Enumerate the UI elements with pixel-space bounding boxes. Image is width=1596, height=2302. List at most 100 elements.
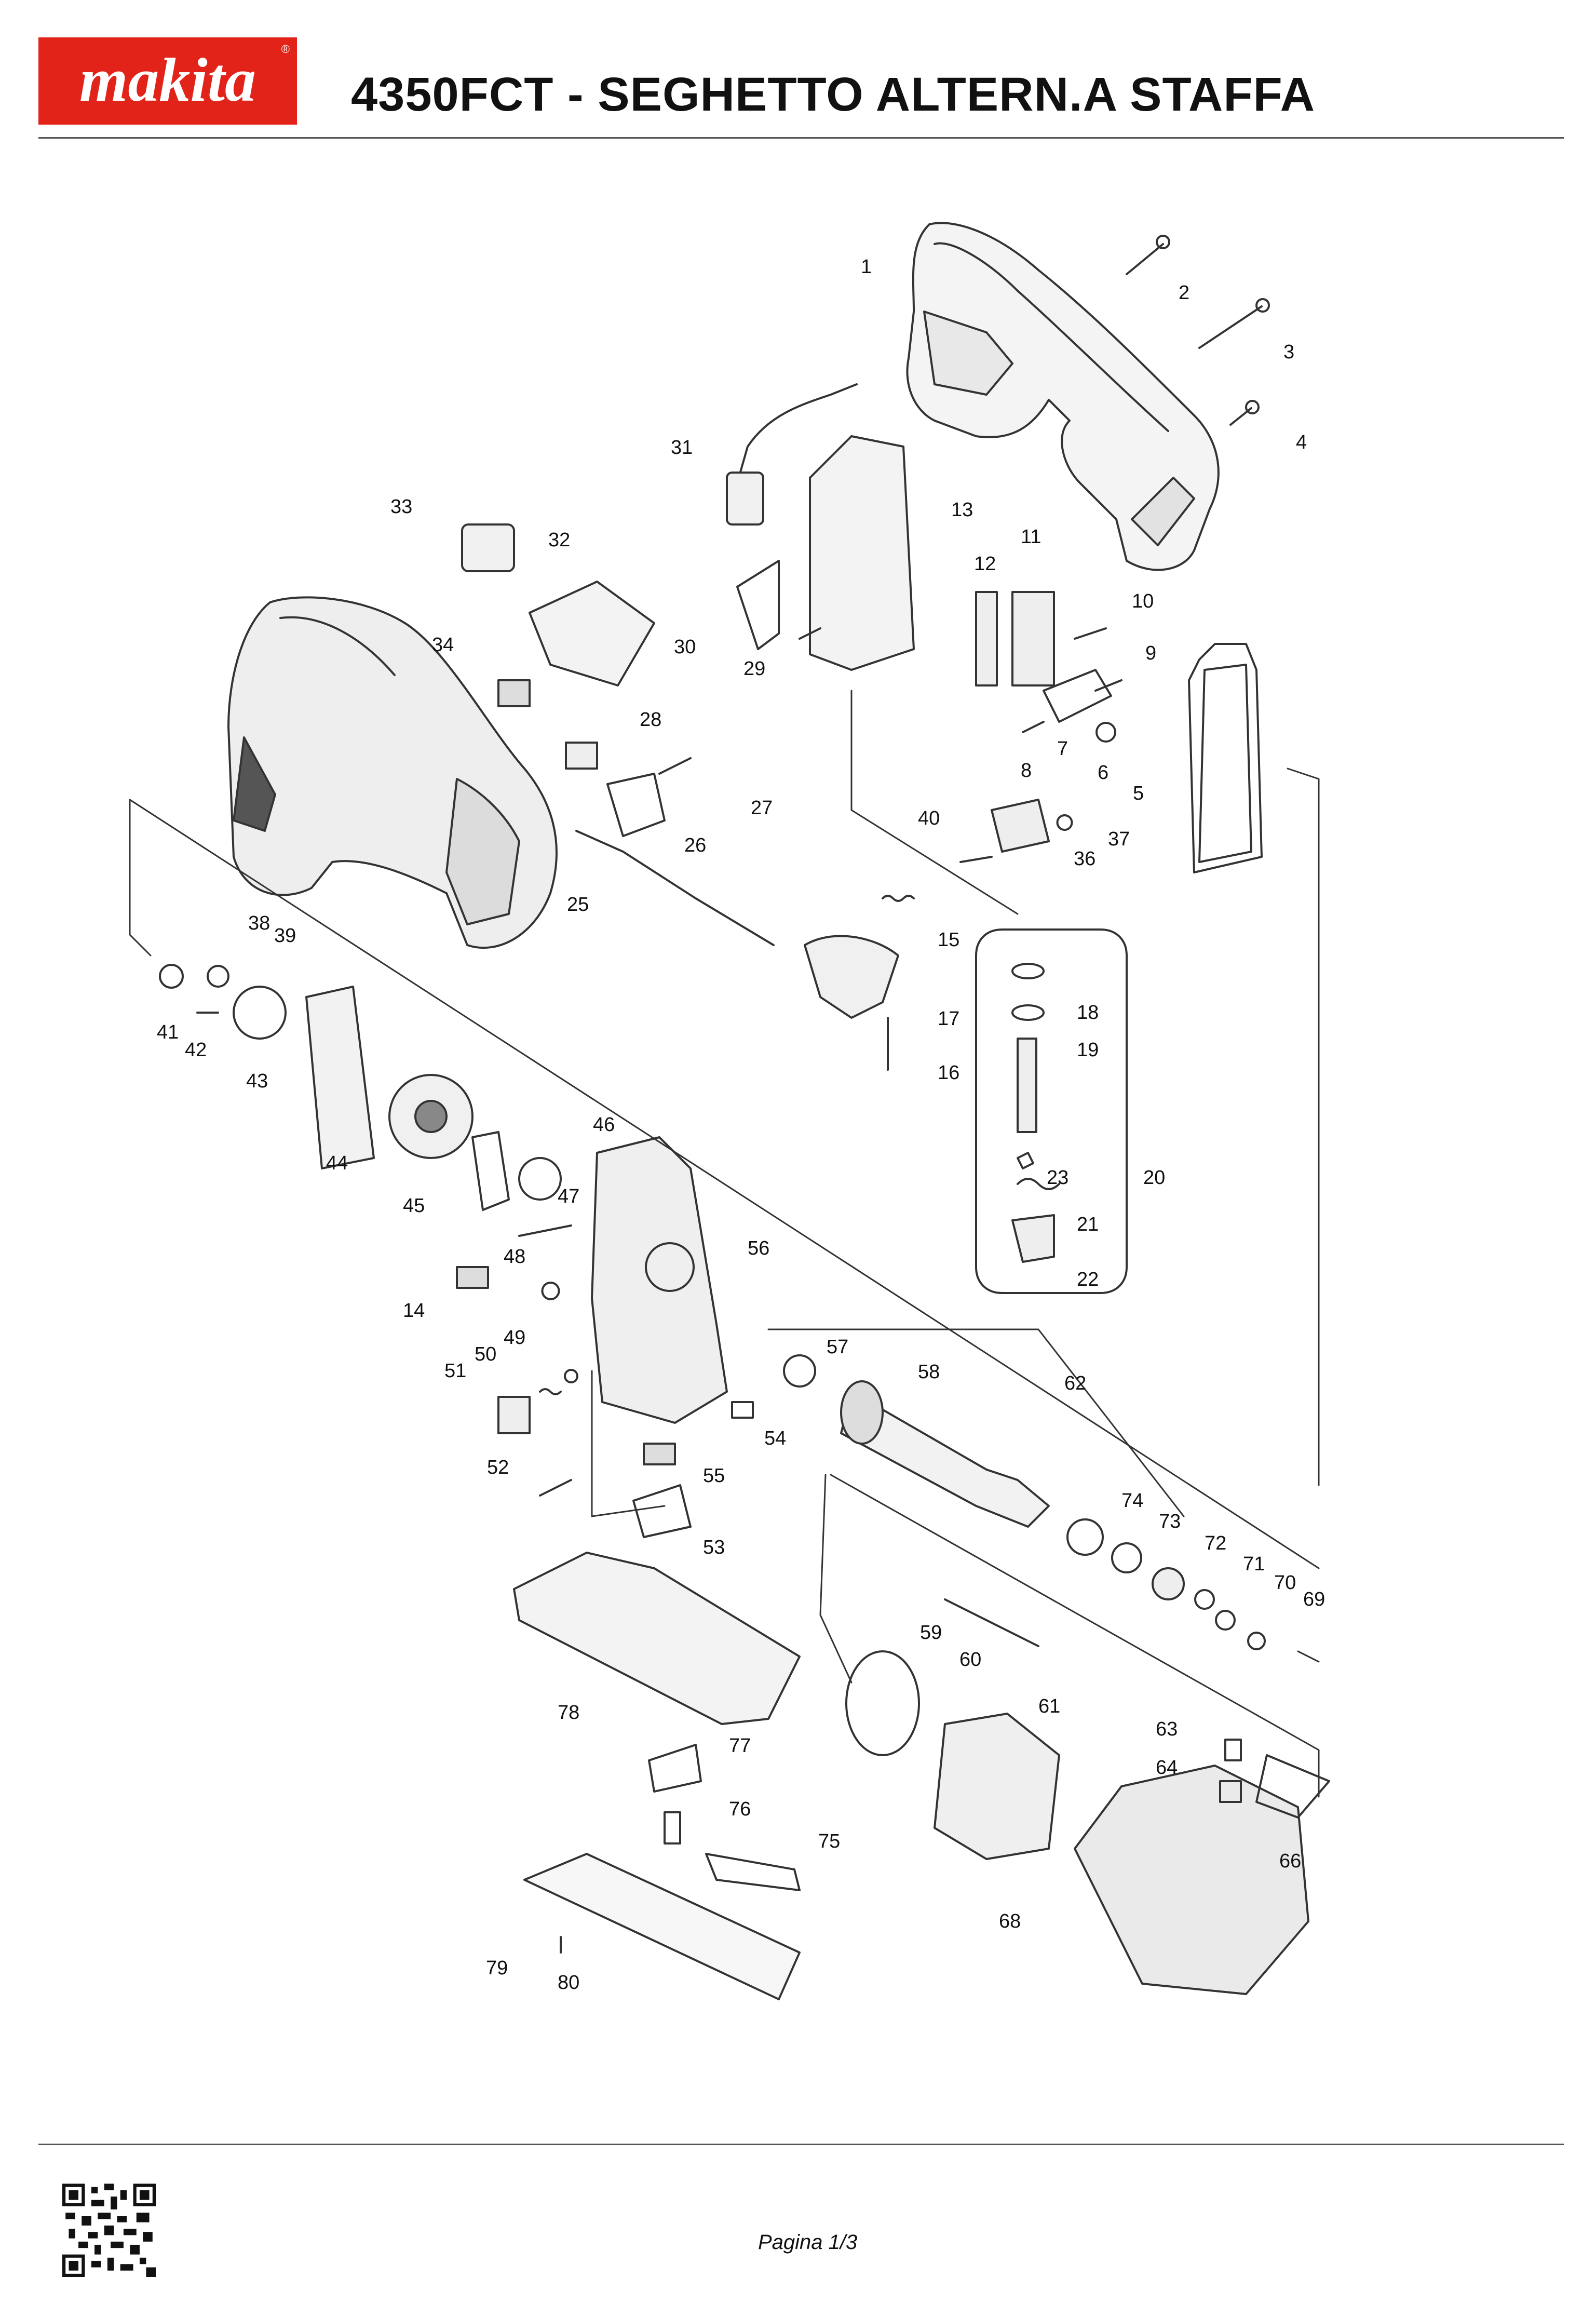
callout-34: 34 [432,634,454,656]
qr-code [62,2184,156,2277]
callout-70: 70 [1274,1572,1296,1594]
callout-40: 40 [918,807,940,829]
part-12-bracket [975,591,998,686]
callout-51: 51 [444,1360,466,1382]
callout-29: 29 [743,658,765,680]
callout-20: 20 [1143,1167,1165,1189]
part-34-connector [497,679,531,707]
part-8-pin [1022,721,1045,733]
part-29-screw [799,627,821,640]
callout-58: 58 [918,1361,940,1383]
callout-49: 49 [504,1327,525,1349]
callout-23: 23 [1047,1167,1068,1189]
part-43-plate [305,986,375,1169]
callout-11: 11 [1021,526,1041,548]
part-72-fan [1152,1567,1185,1600]
callout-71: 71 [1243,1553,1265,1575]
part-71-washer [1194,1589,1215,1610]
part-26-bracket [606,773,666,837]
part-21-spring [1017,1178,1060,1190]
part-10-screw [1074,627,1107,640]
callout-42: 42 [185,1039,207,1061]
part-73-bearing [1111,1542,1142,1573]
part-39-bearing [207,965,229,988]
part-59-screw [944,1598,1039,1647]
callout-53: 53 [703,1537,725,1558]
callout-28: 28 [640,709,661,731]
part-66-label [1255,1754,1330,1819]
callout-72: 72 [1205,1532,1226,1554]
callout-66: 66 [1279,1850,1301,1872]
callout-41: 41 [157,1021,179,1043]
part-36-holder [991,799,1050,853]
part-15-spring [882,895,915,902]
part-61-field [934,1713,1060,1860]
callout-46: 46 [593,1114,615,1136]
callout-13: 13 [951,499,973,521]
callout-15: 15 [938,929,959,951]
callout-32: 32 [548,529,570,551]
svg-text:makita: makita [79,45,256,114]
callout-80: 80 [558,1972,579,1994]
callout-77: 77 [729,1735,751,1757]
part-30-clip [736,560,780,650]
callout-31: 31 [671,437,693,459]
part-52-pin [539,1479,572,1497]
makita-logo: makita ® [38,37,297,125]
part-9-screw [1094,679,1122,692]
part-42-plate [233,986,287,1040]
callout-14: 14 [403,1300,425,1322]
callout-78: 78 [558,1702,579,1724]
callout-74: 74 [1121,1490,1143,1512]
part-68-motor-housing [1074,1765,1309,1995]
part-80-shoe [523,1853,801,2000]
header-divider [38,137,1564,139]
callout-75: 75 [818,1830,840,1852]
part-31-lead-wire [736,383,858,484]
part-17-cam [804,935,899,1019]
part-18-ring [1011,963,1045,979]
callout-59: 59 [920,1622,942,1644]
part-48-ring [541,1282,560,1300]
part-13-holder [809,435,915,671]
part-28-capacitor [565,742,598,770]
callout-21: 21 [1077,1214,1099,1235]
part-50-spring [539,1388,562,1395]
callout-64: 64 [1156,1757,1178,1779]
housing-left-assembly [227,596,558,949]
callout-labels: 1 2 3 4 5 6 7 8 9 10 11 12 13 14 15 16 1… [157,256,1325,1994]
callout-4: 4 [1296,432,1307,453]
callout-38: 38 [248,912,270,934]
callout-2: 2 [1179,282,1189,304]
callout-25: 25 [567,894,589,916]
part-55-block [643,1443,676,1465]
callout-17: 17 [938,1008,959,1030]
callout-52: 52 [487,1457,509,1478]
part-11-bracket [1011,591,1055,686]
callout-62: 62 [1064,1372,1086,1394]
footer-divider [38,2144,1564,2145]
callout-30: 30 [674,636,696,658]
callout-36: 36 [1074,848,1095,870]
callout-27: 27 [751,797,773,819]
part-56-gear-housing [591,1136,728,1424]
callout-33: 33 [390,496,412,518]
screws-2-3-4 [1126,235,1270,426]
page-title: 4350FCT - SEGHETTO ALTERN.A STAFFA [351,68,1316,121]
callout-16: 16 [938,1062,959,1084]
callout-18: 18 [1077,1002,1099,1024]
callout-56: 56 [748,1237,769,1259]
part-32-controller [529,581,655,686]
callout-44: 44 [326,1152,348,1174]
callout-68: 68 [999,1910,1021,1932]
callout-47: 47 [558,1186,579,1207]
part-46-washer [518,1157,562,1201]
callout-37: 37 [1108,828,1130,850]
callout-76: 76 [729,1798,751,1820]
part-49-ball [564,1369,578,1383]
part-6-bushing [1095,722,1116,743]
part-51-button [497,1396,531,1434]
part-76-screw [664,1811,681,1845]
callout-10: 10 [1132,590,1154,612]
